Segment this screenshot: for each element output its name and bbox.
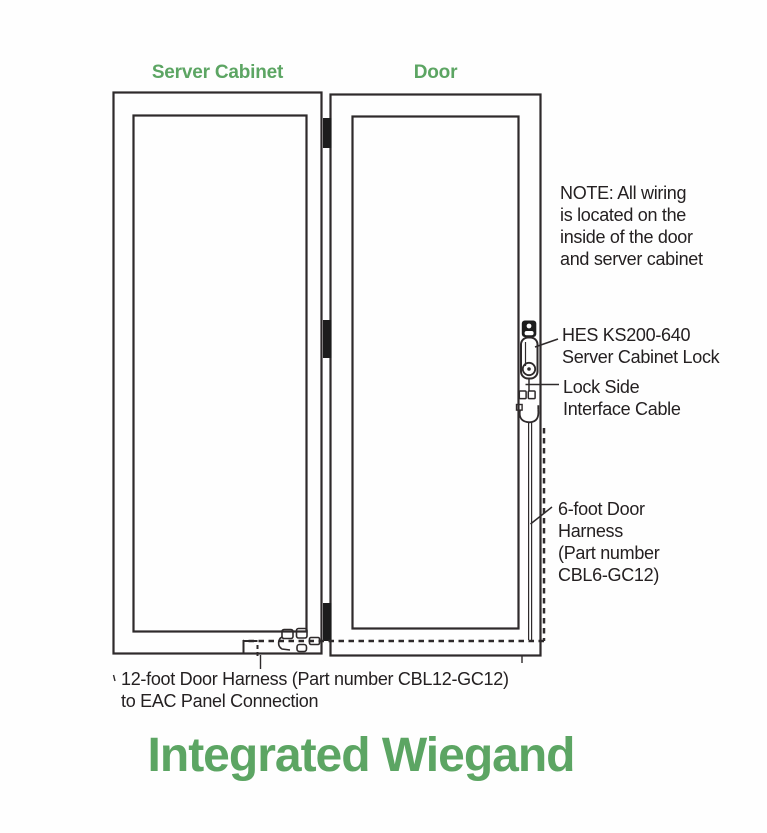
connector-block-2 [295, 627, 308, 639]
harness-end-bracket [242, 640, 258, 653]
server-cabinet-outline [112, 91, 323, 655]
lock-cylinder-pin [527, 367, 531, 371]
door-label: Door [413, 62, 458, 83]
door-harness-dashed-route [243, 428, 546, 643]
lock-cap-dot [526, 323, 532, 329]
wiring-note-text: NOTE: All wiring is located on the insid… [560, 183, 703, 269]
connector-clip [277, 636, 291, 651]
hinges [323, 118, 332, 641]
door-inner-panel [351, 115, 520, 630]
leader-lines [530, 338, 559, 525]
lock-cable-line [528, 422, 533, 640]
lock-leader-line [534, 338, 559, 348]
stray-tick [112, 674, 116, 682]
door-outline [329, 93, 542, 657]
connector-block-3 [296, 643, 308, 653]
cable-loop [518, 405, 540, 424]
connector-block-1 [281, 628, 294, 640]
diagram-title: Integrated Wiegand [147, 729, 576, 782]
lock-connector-right [527, 390, 536, 400]
lock-connector-left [518, 390, 527, 400]
lock-cap-slot [524, 331, 534, 336]
lock-cylinder [521, 361, 537, 377]
cabinet-lock-drawing [515, 320, 540, 424]
harness6-leader-line [530, 506, 553, 525]
lock-side-cable-annotation: Lock Side Interface Cable [563, 377, 681, 419]
lock-stem [525, 378, 533, 391]
server-cabinet-label: Server Cabinet [151, 62, 284, 83]
cabinet-lock-annotation: HES KS200-640 Server Cabinet Lock [562, 325, 720, 367]
harness-connectors-drawing [242, 627, 321, 669]
hinge-bottom [323, 603, 332, 641]
connector-block-4 [308, 636, 321, 646]
server-cabinet-inner-panel [132, 114, 308, 633]
door-harness-12ft-annotation: 12-foot Door Harness (Part number CBL12-… [121, 669, 509, 711]
hinge-middle [323, 320, 332, 358]
hinge-top [323, 118, 332, 148]
door-harness-6ft-annotation: 6-foot Door Harness (Part number CBL6-GC… [558, 499, 660, 585]
